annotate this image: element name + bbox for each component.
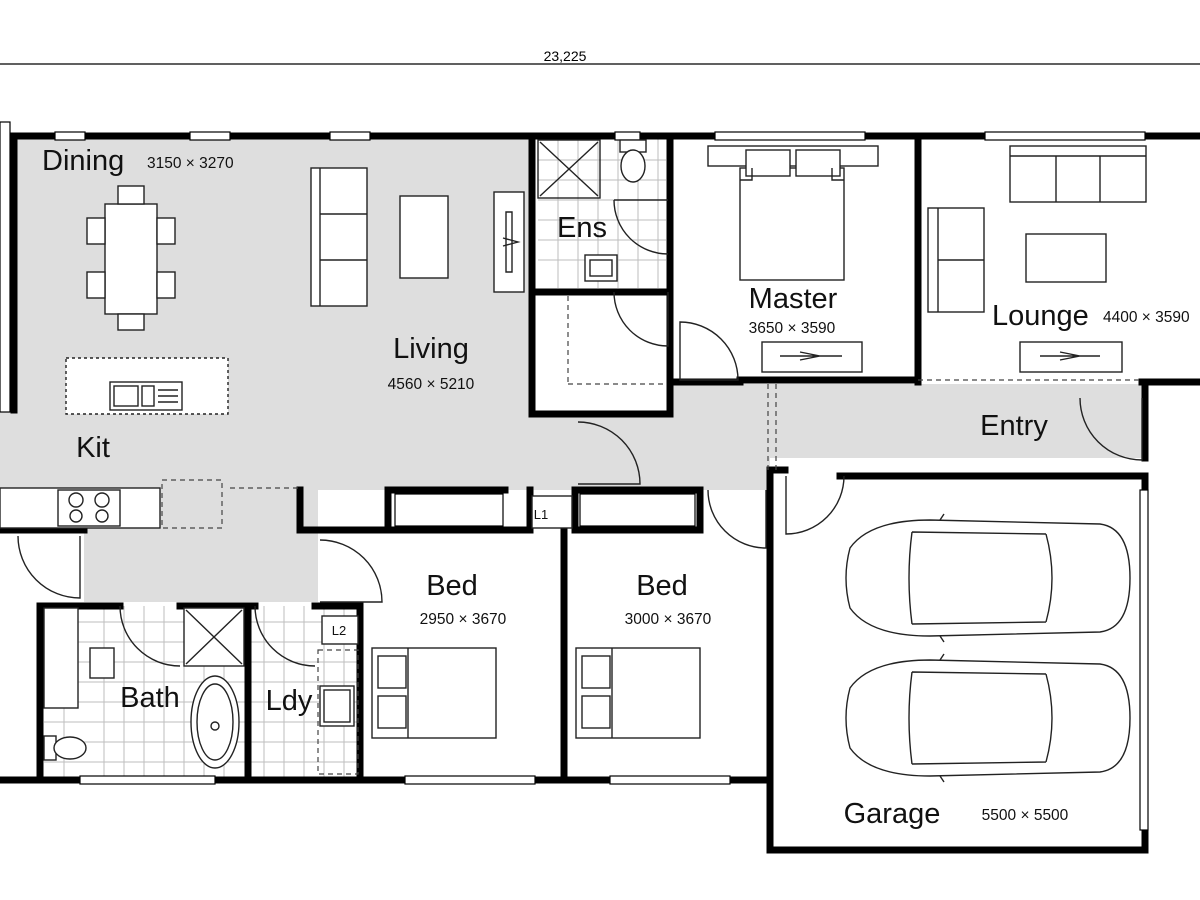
garage-cars — [845, 513, 1131, 783]
entry-label: Entry — [980, 410, 1048, 442]
master-dims: 3650 × 3590 — [749, 320, 836, 337]
doors — [17, 199, 1143, 667]
cooktop — [57, 489, 121, 527]
coffee-table — [399, 195, 449, 279]
bath-label: Bath — [120, 682, 180, 714]
bath-vanity — [43, 607, 79, 709]
bed2-label: Bed — [636, 570, 688, 602]
bath-fixtures — [43, 607, 245, 769]
linen-l1 — [531, 495, 573, 529]
overall-dimension-label: 23,225 — [544, 48, 587, 64]
living-dining-kitchen-floor — [0, 136, 1142, 490]
master-bed — [739, 167, 845, 281]
living-furniture — [310, 167, 525, 307]
bed2-dims: 3000 × 3670 — [625, 611, 712, 628]
garage-label: Garage — [844, 798, 941, 830]
lounge-label: Lounge — [992, 300, 1089, 332]
ensuite-toilet-bowl — [620, 149, 646, 183]
laundry-label: Ldy — [266, 685, 313, 717]
bed1-label: Bed — [426, 570, 478, 602]
lounge-coffee-table — [1025, 233, 1107, 283]
lounge-sofa — [1009, 145, 1147, 203]
car-bottom — [845, 653, 1131, 783]
kitchen-bench-passage-floor — [160, 482, 222, 530]
ensuite-label: Ens — [557, 212, 607, 244]
overall-dimension: 23,225 — [0, 48, 1200, 65]
ensuite-shower — [537, 139, 601, 199]
bath-toilet-bowl — [53, 736, 87, 760]
bedroom-furniture — [371, 647, 701, 739]
windows — [0, 121, 1149, 831]
dining-label: Dining — [42, 145, 124, 177]
bed1-dims: 2950 × 3670 — [420, 611, 507, 628]
master-furniture — [707, 145, 879, 373]
room-labels: Dining 3150 × 3270 Living 4560 × 5210 Ki… — [42, 145, 1190, 830]
dining-table-set — [86, 185, 176, 331]
laundry-fixtures — [317, 615, 359, 775]
kitchen-fixtures — [0, 357, 229, 529]
living-label: Living — [393, 333, 469, 365]
bath-basin — [89, 647, 115, 679]
laundry-tub — [319, 685, 355, 727]
linen-l1-label: L1 — [534, 507, 548, 522]
garage-dims: 5500 × 5500 — [982, 807, 1069, 824]
master-label: Master — [749, 283, 838, 315]
linen-l2-label: L2 — [332, 623, 346, 638]
ensuite-fixtures — [537, 139, 647, 282]
dining-dims: 3150 × 3270 — [147, 155, 234, 172]
lounge-tv-unit — [1019, 341, 1123, 373]
lounge-dims: 4400 × 3590 — [1103, 309, 1190, 326]
car-top — [845, 513, 1131, 643]
living-dims: 4560 × 5210 — [388, 376, 475, 393]
kitchen-label: Kit — [76, 432, 110, 464]
lounge-furniture — [927, 145, 1147, 373]
linen-l2 — [321, 615, 359, 645]
